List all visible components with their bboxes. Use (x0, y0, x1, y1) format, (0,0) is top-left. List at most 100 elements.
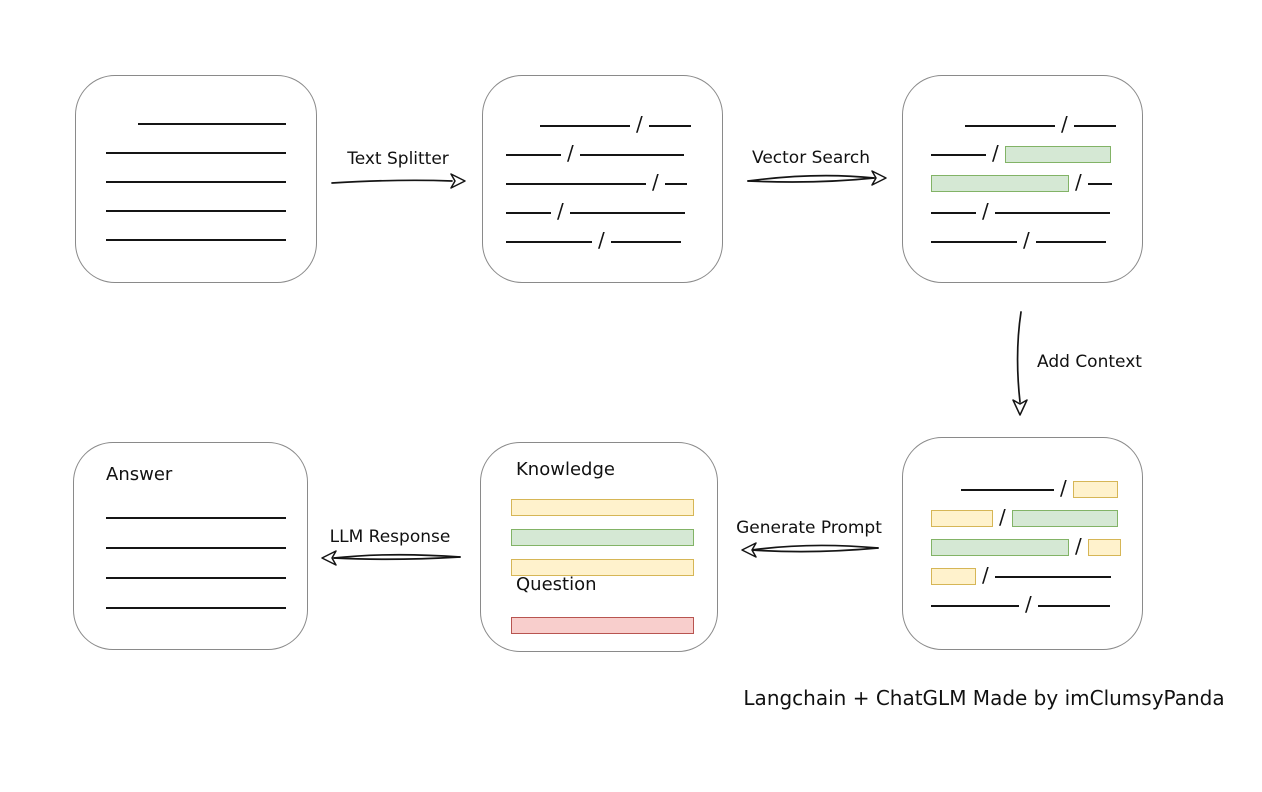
text-line (506, 212, 551, 214)
split-chunks-box: / / / / / (482, 75, 723, 283)
segment-row: / (931, 156, 1114, 192)
green-highlight (511, 529, 694, 546)
question-bar (511, 597, 694, 634)
segment-row (511, 509, 694, 546)
text-line (931, 212, 976, 214)
text-line (106, 181, 286, 183)
knowledge-bars (511, 479, 694, 576)
text-line (106, 547, 286, 549)
context-chunk-lines: / / / / / (931, 462, 1121, 614)
matched-chunks-box: / / / / / (902, 75, 1143, 283)
vector-search-label: Vector Search (752, 148, 870, 168)
slash-separator: / (982, 563, 989, 587)
segment-row (106, 96, 286, 125)
green-highlight (1004, 146, 1111, 163)
generate-prompt-label: Generate Prompt (736, 518, 882, 538)
slash-separator: / (1023, 228, 1030, 252)
chunk-text-lines: / / / / / (506, 98, 694, 250)
text-line (106, 152, 286, 154)
prompt-box: Knowledge Question (480, 442, 718, 652)
segment-row (106, 519, 286, 549)
text-line (106, 210, 286, 212)
add-context-arrow-icon (1012, 311, 1028, 416)
segment-row (106, 125, 286, 154)
text-line (664, 183, 687, 185)
text-line (965, 125, 1055, 127)
text-line (610, 241, 681, 243)
text-line (1087, 183, 1112, 185)
text-splitter-arrow-icon (331, 173, 466, 189)
diagram-caption: Langchain + ChatGLM Made by imClumsyPand… (743, 686, 1225, 710)
text-line (931, 241, 1017, 243)
text-line (994, 212, 1110, 214)
green-highlight (1011, 510, 1118, 527)
slash-separator: / (982, 199, 989, 223)
segment-row: / (931, 520, 1121, 556)
slash-separator: / (1075, 534, 1082, 558)
segment-row (106, 549, 286, 579)
context-box: / / / / / (902, 437, 1143, 650)
slash-separator: / (1061, 112, 1068, 136)
text-line (931, 605, 1019, 607)
slash-separator: / (652, 170, 659, 194)
slash-separator: / (1075, 170, 1082, 194)
text-line (648, 125, 691, 127)
question-label: Question (516, 574, 597, 595)
segment-row: / (506, 214, 694, 250)
text-line (579, 154, 684, 156)
segment-row: / (931, 549, 1117, 585)
segment-row: / (931, 491, 1118, 527)
text-line (994, 576, 1111, 578)
yellow-highlight (931, 568, 976, 585)
vector-search-arrow-icon (747, 170, 887, 186)
document-box (75, 75, 317, 283)
slash-separator: / (1060, 476, 1067, 500)
red-highlight (511, 617, 694, 634)
yellow-highlight (511, 499, 694, 516)
text-line (106, 517, 286, 519)
segment-row: / (931, 127, 1114, 163)
text-line (138, 123, 286, 125)
green-highlight (931, 539, 1069, 556)
knowledge-label: Knowledge (516, 459, 615, 480)
text-line (540, 125, 630, 127)
yellow-highlight (1087, 539, 1121, 556)
segment-row: / (931, 462, 1118, 498)
text-line (961, 489, 1054, 491)
segment-row: / (506, 98, 694, 134)
segment-row (511, 539, 694, 576)
slash-separator: / (992, 141, 999, 165)
slash-separator: / (557, 199, 564, 223)
answer-box: Answer (73, 442, 308, 650)
text-line (106, 239, 286, 241)
answer-text-lines (106, 489, 286, 609)
text-line (1037, 605, 1110, 607)
segment-row: / (931, 578, 1117, 614)
segment-row: / (931, 214, 1114, 250)
segment-row: / (931, 185, 1114, 221)
text-line (1035, 241, 1106, 243)
yellow-highlight (931, 510, 993, 527)
segment-row (511, 479, 694, 516)
slash-separator: / (598, 228, 605, 252)
slash-separator: / (999, 505, 1006, 529)
segment-row (106, 154, 286, 183)
text-line (506, 241, 592, 243)
segment-row: / (506, 127, 694, 163)
segment-row (106, 183, 286, 212)
text-line (931, 154, 986, 156)
matched-chunk-lines: / / / / / (931, 98, 1116, 250)
green-highlight (931, 175, 1069, 192)
slash-separator: / (567, 141, 574, 165)
generate-prompt-arrow-icon (741, 542, 879, 558)
yellow-highlight (1072, 481, 1118, 498)
llm-response-label: LLM Response (329, 527, 451, 547)
document-text-lines (106, 96, 286, 241)
add-context-label: Add Context (1037, 352, 1142, 372)
segment-row (511, 597, 694, 634)
segment-row (106, 579, 286, 609)
segment-row: / (506, 156, 694, 192)
text-line (1073, 125, 1116, 127)
text-line (506, 154, 561, 156)
slash-separator: / (1025, 592, 1032, 616)
